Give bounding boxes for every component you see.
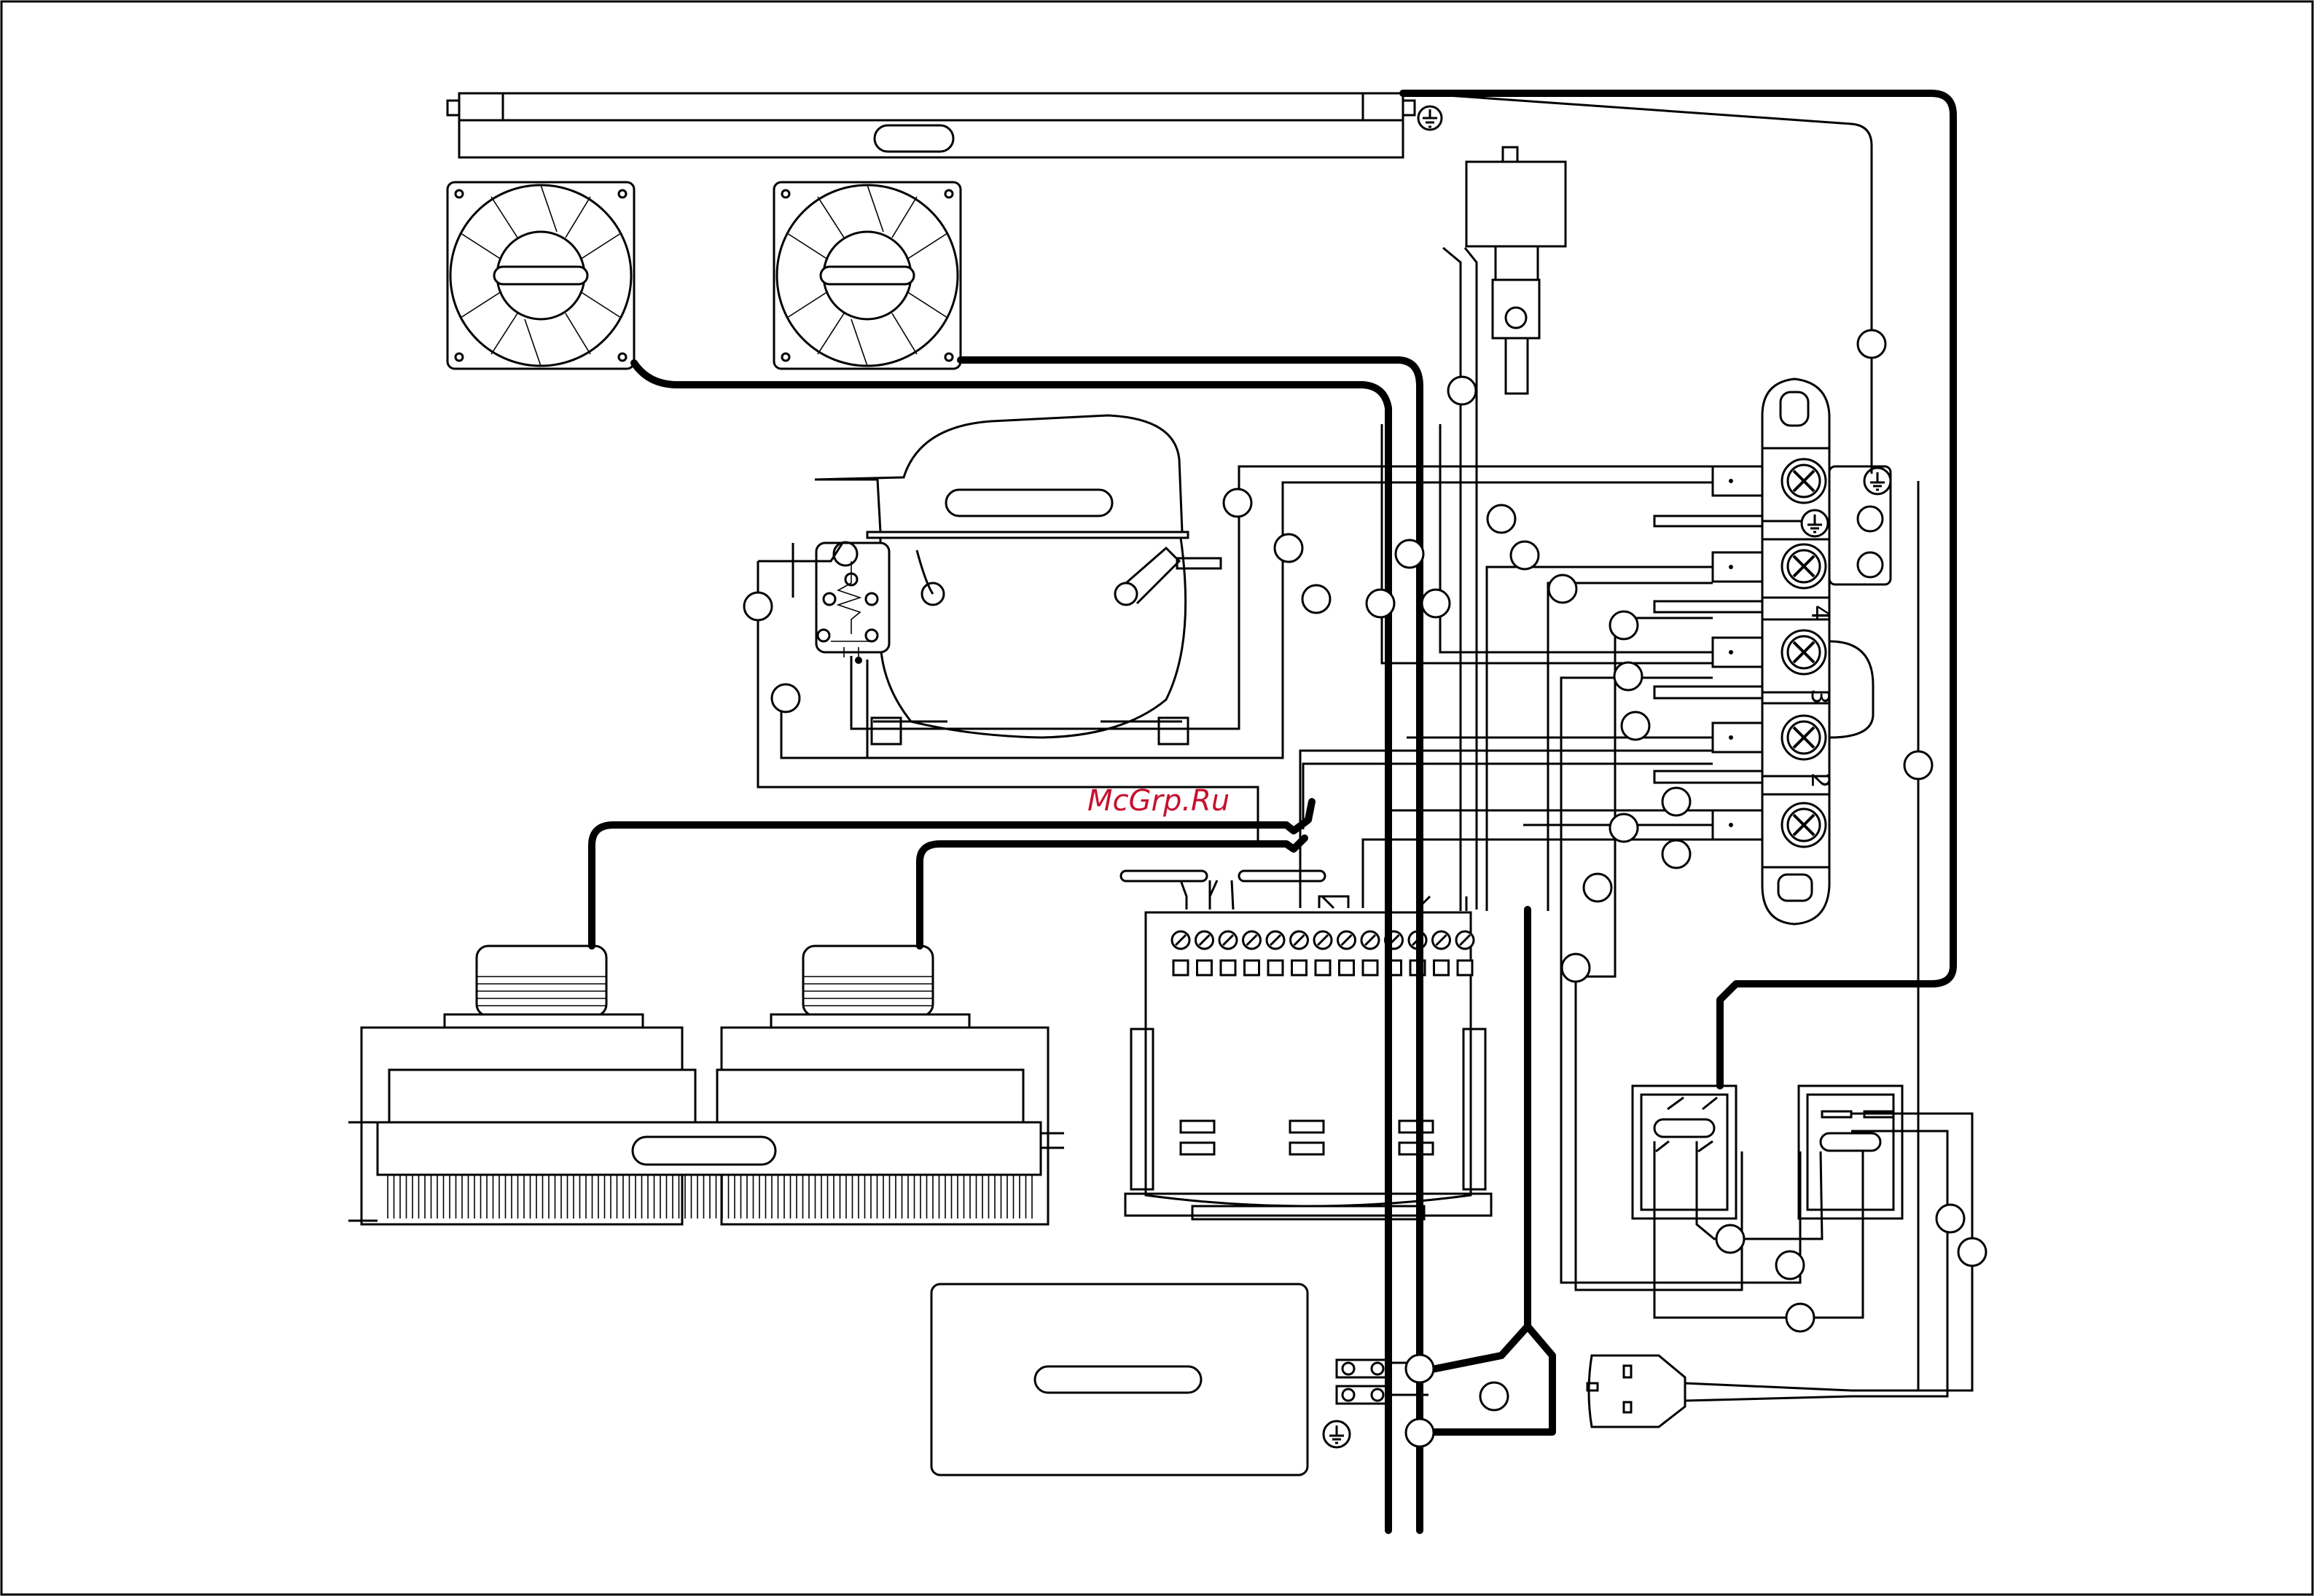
solenoid-valve: [1466, 147, 1566, 394]
thin-wire-28: [1181, 880, 1233, 910]
earth-symbol-top: [1418, 106, 1442, 130]
wire-marker-1: [1448, 377, 1476, 404]
controller-socket-6: [1316, 961, 1330, 975]
watermark-text: McGrp.Ru: [1087, 784, 1230, 818]
controller-socket-2: [1221, 961, 1235, 975]
wire-marker-5: [1396, 540, 1423, 568]
controller-socket-7: [1340, 961, 1354, 975]
wire-marker-14: [1614, 662, 1642, 690]
wire-marker-26: [1958, 1238, 1986, 1266]
controller-socket-1: [1197, 961, 1212, 975]
controller-socket-0: [1173, 961, 1188, 975]
wire-marker-7: [1422, 590, 1450, 617]
wire-marker-27: [1406, 1355, 1434, 1382]
power-supply-box: [931, 1284, 1389, 1475]
thin-wire-16: [1829, 641, 1873, 738]
wire-marker-20: [1562, 954, 1590, 982]
light-tube: [447, 93, 1415, 157]
wire-marker-22: [1716, 1225, 1744, 1253]
wire-marker-11: [1511, 541, 1539, 569]
compressor: [815, 415, 1221, 744]
controller-socket-8: [1363, 961, 1377, 975]
wire-marker-9: [772, 684, 800, 712]
wire-marker-17: [1662, 840, 1690, 868]
controller-socket-3: [1245, 961, 1259, 975]
wire-marker-4: [1302, 585, 1330, 613]
controller-socket-5: [1292, 961, 1307, 975]
wire-marker-19: [1584, 874, 1611, 901]
wire-marker-13: [1610, 611, 1638, 639]
mains-plug: [1587, 1356, 1851, 1427]
heater-left: [361, 946, 695, 1224]
wire-marker-24: [1786, 1304, 1814, 1331]
thin-wire-25: [1319, 896, 1466, 911]
controller-socket-11: [1434, 961, 1449, 975]
condenser-fan-right: [774, 182, 961, 369]
wire-marker-12: [1549, 575, 1576, 603]
wire-marker-28: [1480, 1382, 1508, 1410]
condenser-fan-left: [447, 182, 634, 369]
controller-socket-12: [1458, 961, 1472, 975]
wire-marker-3: [1275, 534, 1302, 562]
wire-marker-6: [1367, 590, 1394, 617]
heater-right: [717, 946, 1048, 1224]
rocker-switch-left: [1633, 1086, 1736, 1218]
rocker-switch-right: [1799, 1086, 1902, 1218]
wire-marker-2: [1224, 489, 1251, 517]
wire-marker-16: [1662, 788, 1690, 815]
thin-wire-12: [1303, 764, 1713, 829]
terminal-label-4: 4: [1805, 605, 1834, 621]
wire-marker-10: [1488, 505, 1515, 533]
wire-marker-23: [1776, 1251, 1804, 1279]
terminal-label-3: 3: [1805, 689, 1834, 705]
thin-wire-26: [1322, 896, 1430, 908]
thin-wire-15: [1363, 840, 1713, 908]
wire-marker-18: [1610, 814, 1638, 842]
wire-marker-25: [1936, 1205, 1964, 1232]
wire-marker-15: [1622, 712, 1649, 740]
wire-marker-8: [744, 592, 772, 620]
wire-marker-0: [1858, 330, 1885, 358]
terminal-label-2: 2: [1805, 772, 1834, 789]
controller-socket-4: [1268, 961, 1283, 975]
wire-marker-21: [1904, 751, 1932, 779]
wire-marker-29: [1406, 1419, 1434, 1447]
digital-controller: [1121, 871, 1491, 1219]
